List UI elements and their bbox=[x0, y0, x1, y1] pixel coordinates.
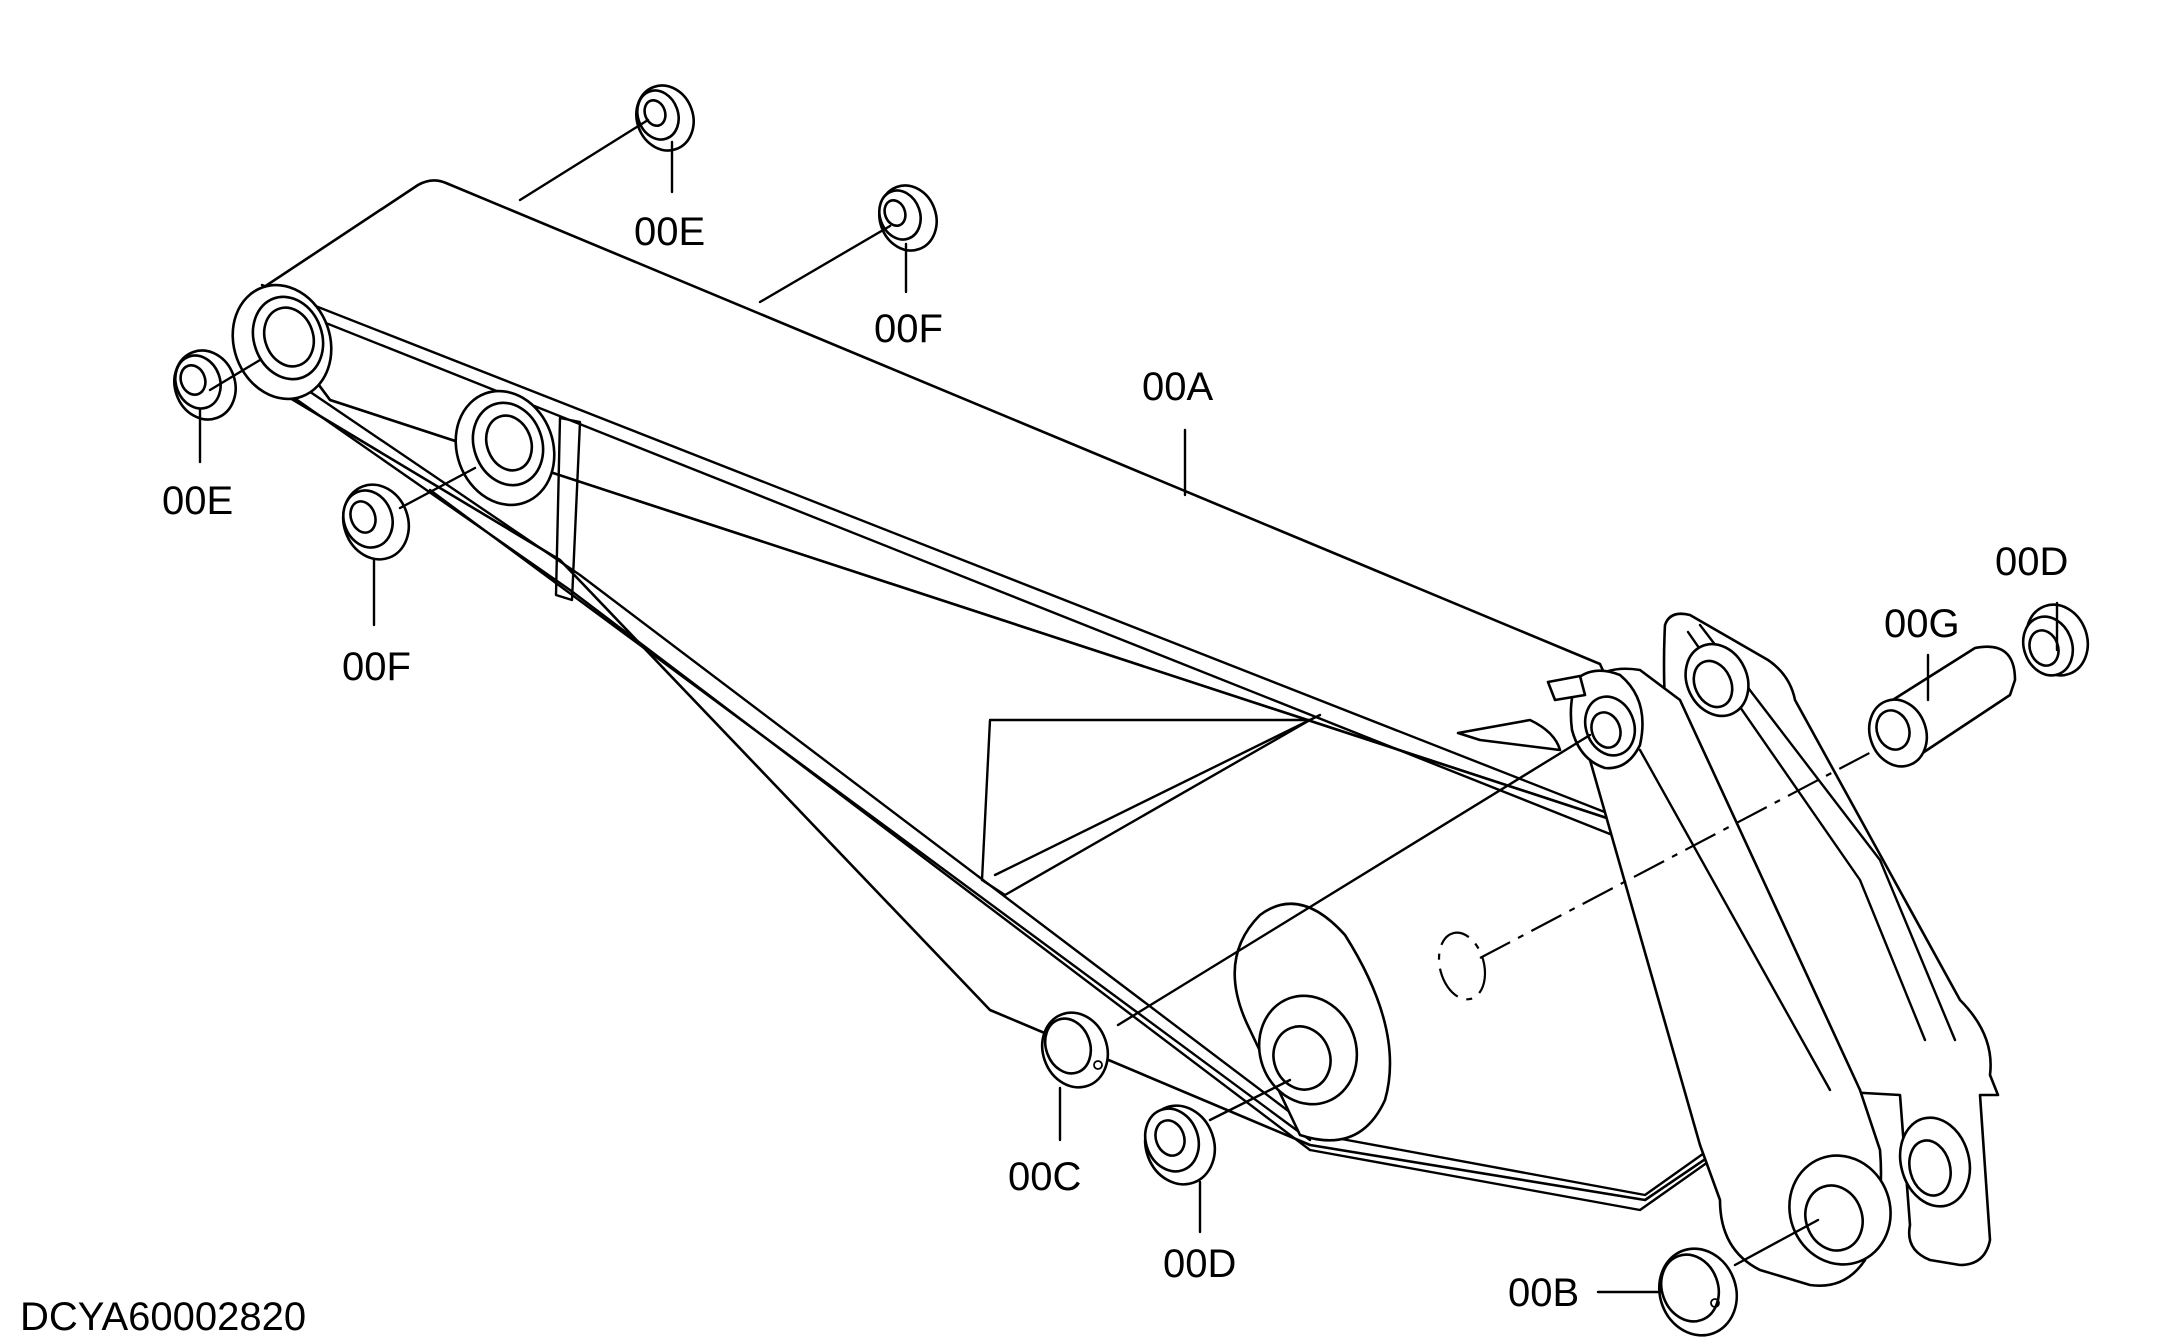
label-00a: 00A bbox=[1142, 365, 1213, 409]
label-00d-bottom: 00D bbox=[1163, 1242, 1236, 1286]
bushing-00e-top bbox=[635, 84, 695, 152]
document-id: DCYA60002820 bbox=[20, 1295, 306, 1339]
bushing-00g bbox=[1867, 645, 2017, 768]
label-00e-top: 00E bbox=[634, 210, 705, 254]
leader-lines bbox=[198, 118, 2059, 1294]
bushing-00e-left bbox=[173, 349, 237, 421]
bushing-00b bbox=[1657, 1247, 1739, 1337]
boom-body bbox=[250, 179, 1812, 1212]
boom-foot-lugs bbox=[231, 283, 556, 507]
boom-rib-2 bbox=[980, 718, 1312, 897]
part-labels: 00E 00F 00A 00E 00F 00G 00D 00C 00D 00B bbox=[162, 210, 2068, 1315]
label-00f-top: 00F bbox=[874, 307, 943, 351]
bushing-00c bbox=[1040, 1011, 1110, 1089]
pin-axis-centerline bbox=[1479, 737, 1899, 959]
boom-head-bracket bbox=[1437, 612, 2000, 1287]
label-00b: 00B bbox=[1508, 1271, 1579, 1315]
label-00f-left: 00F bbox=[342, 645, 411, 689]
bushing-00f-top bbox=[878, 184, 938, 252]
boom-side-web bbox=[250, 293, 1812, 1202]
boom-rib-1 bbox=[554, 416, 582, 602]
label-00d-right: 00D bbox=[1995, 540, 2068, 584]
label-00e-left: 00E bbox=[162, 479, 233, 523]
label-00g: 00G bbox=[1884, 602, 1960, 646]
bushing-00d-bottom bbox=[1143, 1104, 1217, 1186]
label-00c: 00C bbox=[1008, 1155, 1081, 1199]
bushing-00f-left bbox=[341, 483, 411, 561]
